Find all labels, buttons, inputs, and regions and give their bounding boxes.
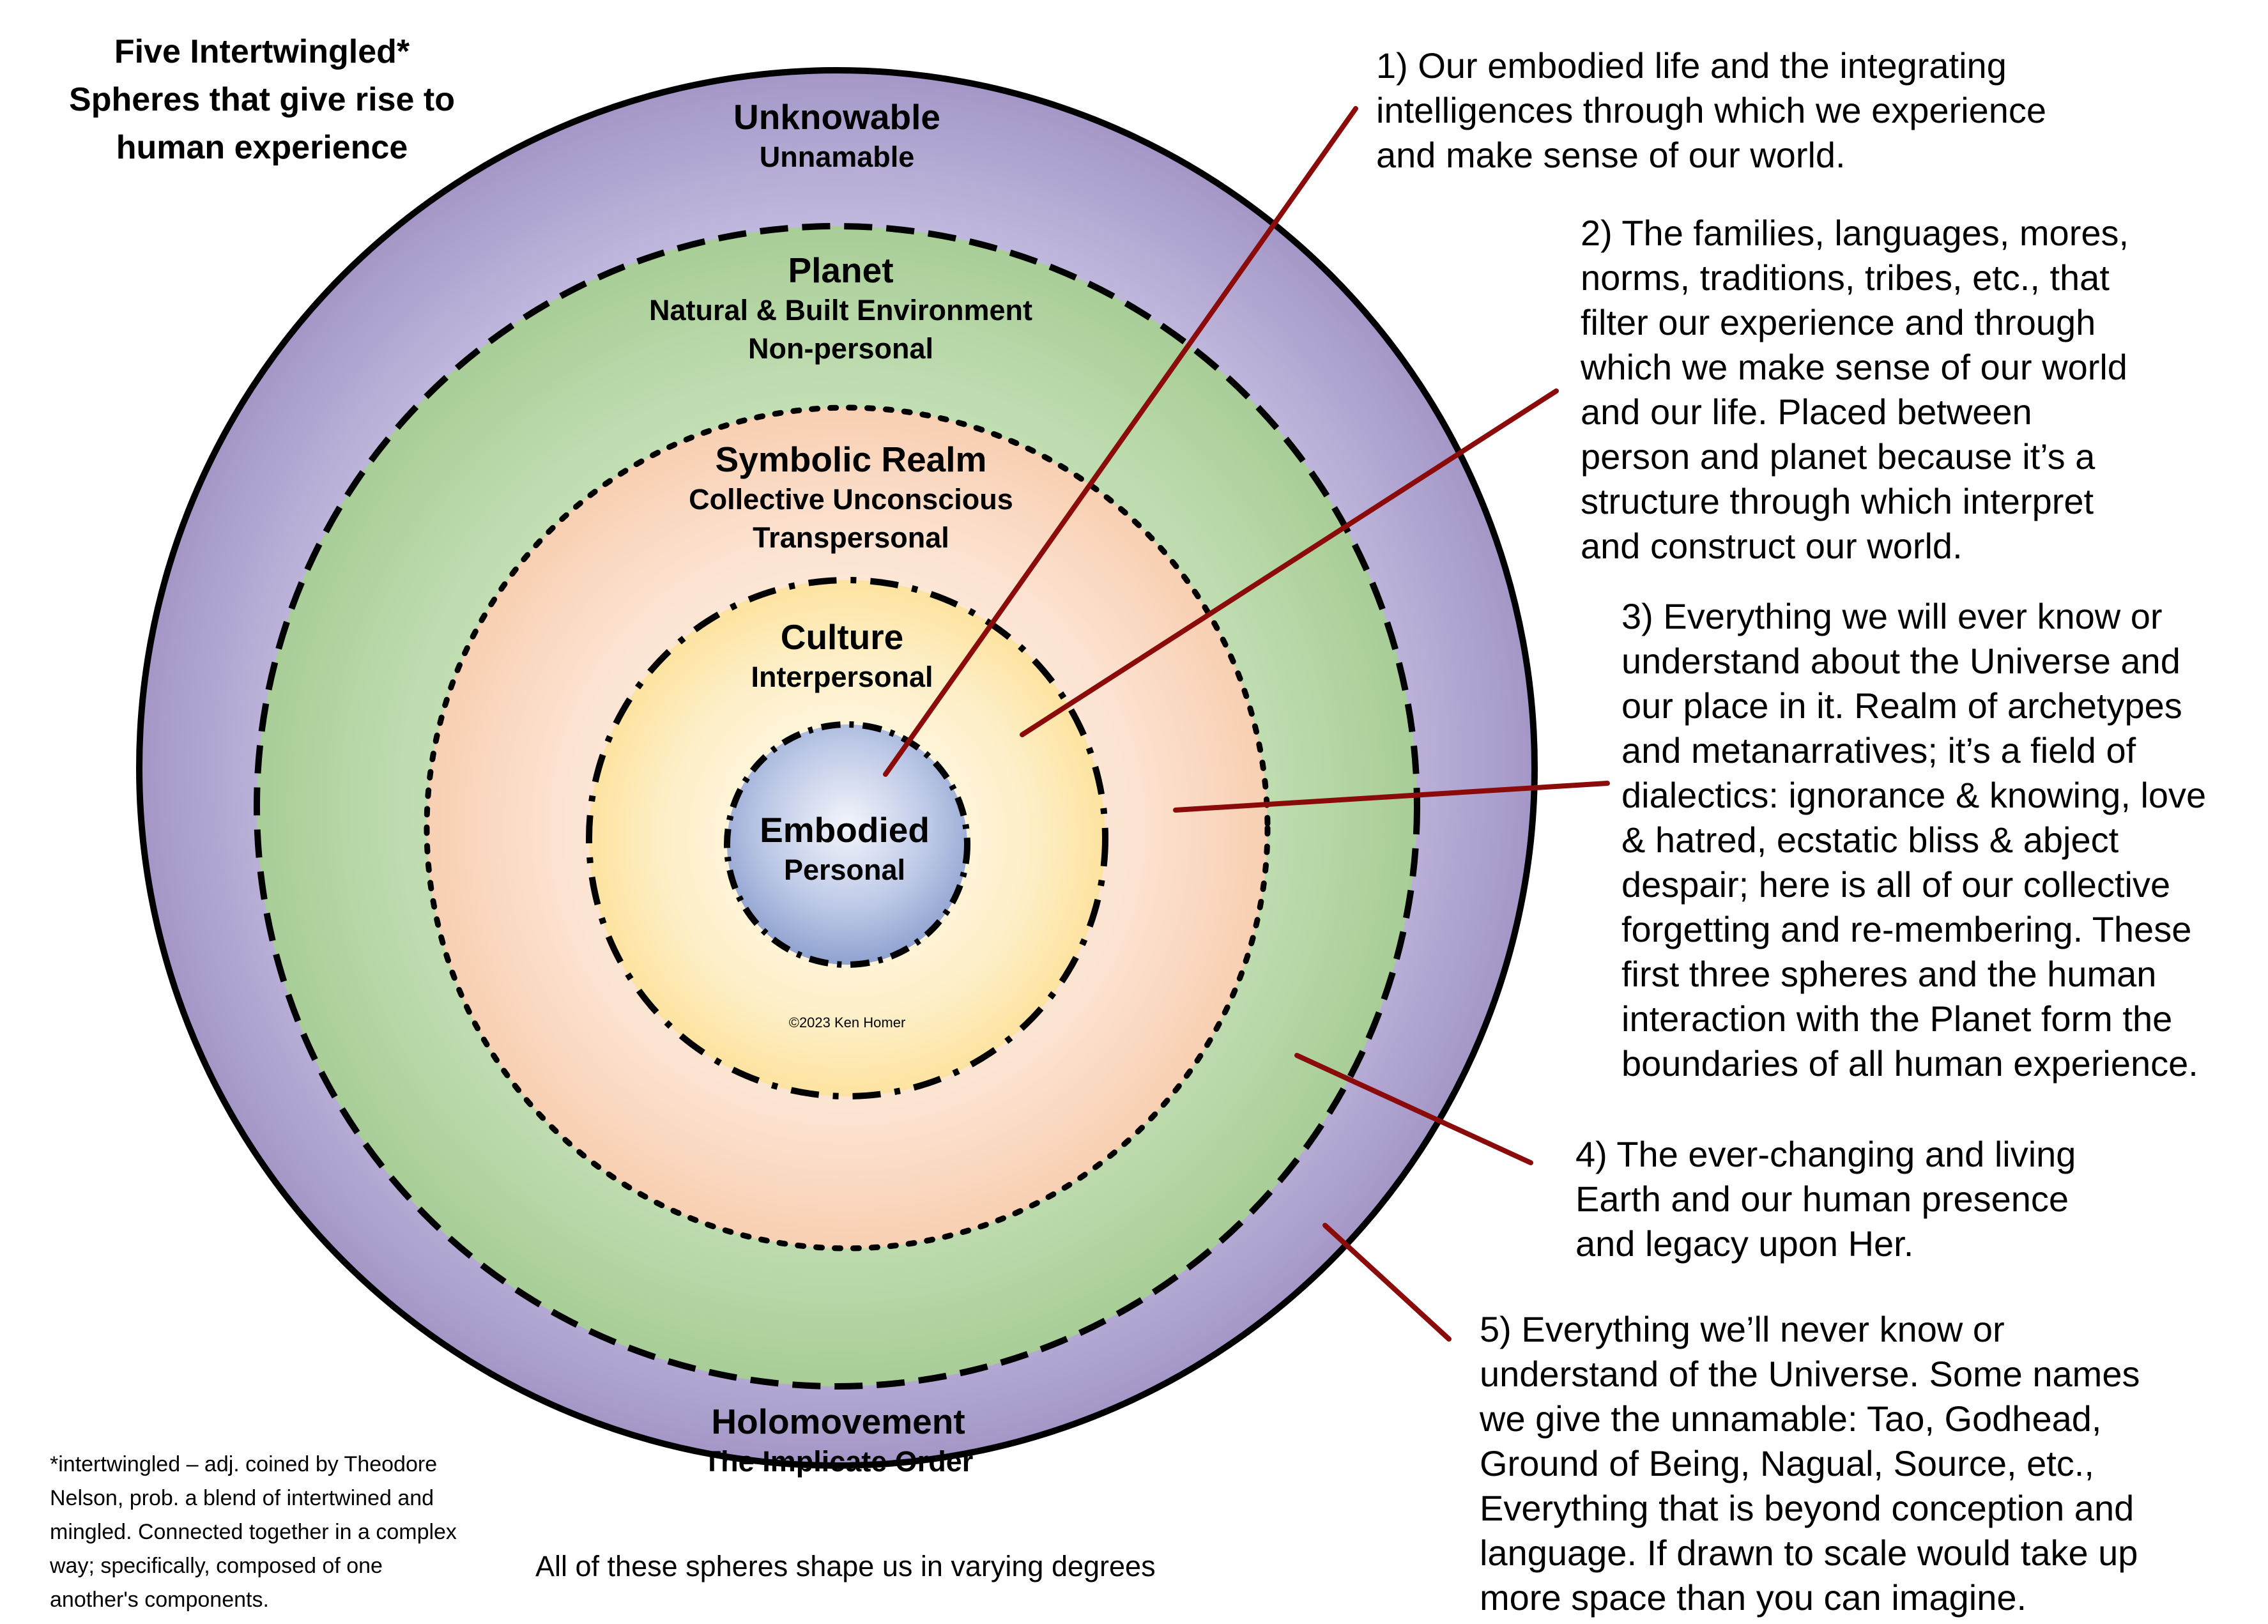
leader-line-2 bbox=[1020, 388, 1559, 737]
title-line: Spheres that give rise to bbox=[69, 81, 455, 118]
note-line: interaction with the Planet form the bbox=[1621, 999, 2173, 1039]
note-line: and our life. Placed between bbox=[1581, 392, 2032, 432]
note-line: Everything that is beyond conception and bbox=[1480, 1488, 2134, 1528]
sphere-name: Unknowable bbox=[733, 97, 940, 137]
footnote-line: way; specifically, composed of one bbox=[50, 1554, 383, 1578]
note-line: and metanarratives; it’s a field of bbox=[1621, 730, 2136, 770]
leader-line-4 bbox=[1294, 1053, 1533, 1165]
footnote: *intertwingled – adj. coined by Theodore… bbox=[50, 1448, 457, 1617]
embodied-sphere bbox=[724, 721, 970, 968]
culture-label: Culture Interpersonal bbox=[751, 616, 933, 696]
note-line: 3) Everything we will ever know or bbox=[1621, 596, 2163, 636]
sphere-subtitle: Transpersonal bbox=[753, 521, 949, 554]
sphere-subtitle: Interpersonal bbox=[751, 661, 933, 693]
note-line: structure through which interpret bbox=[1581, 481, 2094, 521]
footnote-line: *intertwingled – adj. coined by Theodore bbox=[50, 1452, 438, 1476]
note-5: 5) Everything we’ll never know or unders… bbox=[1480, 1307, 2140, 1620]
note-line: we give the unnamable: Tao, Godhead, bbox=[1480, 1398, 2102, 1439]
sphere-name: Culture bbox=[780, 617, 904, 657]
note-line: boundaries of all human experience. bbox=[1621, 1043, 2198, 1084]
note-3: 3) Everything we will ever know or under… bbox=[1621, 594, 2206, 1086]
note-line: which we make sense of our world bbox=[1581, 347, 2127, 387]
title-line: human experience bbox=[116, 129, 408, 166]
note-line: filter our experience and through bbox=[1581, 302, 2096, 342]
sphere-name: Symbolic Realm bbox=[715, 440, 987, 479]
note-line: norms, traditions, tribes, etc., that bbox=[1581, 257, 2110, 298]
diagram-title: Five Intertwingled* Spheres that give ri… bbox=[13, 28, 511, 172]
sphere-name: Holomovement bbox=[711, 1402, 965, 1441]
sphere-subtitle: Non-personal bbox=[747, 332, 934, 365]
bottom-caption: All of these spheres shape us in varying… bbox=[535, 1550, 1156, 1582]
title-line: Five Intertwingled* bbox=[114, 33, 410, 70]
footnote-line: another's components. bbox=[50, 1588, 269, 1612]
note-line: language. If drawn to scale would take u… bbox=[1480, 1533, 2138, 1573]
copyright-text: ©2023 Ken Homer bbox=[788, 1015, 906, 1030]
note-line: understand about the Universe and bbox=[1621, 641, 2180, 681]
unknowable-label: Unknowable Unnamable bbox=[733, 96, 940, 176]
note-line: our place in it. Realm of archetypes bbox=[1621, 686, 2182, 726]
note-line: first three spheres and the human bbox=[1621, 954, 2157, 994]
sphere-subtitle: Unnamable bbox=[759, 141, 915, 173]
note-line: forgetting and re-membering. These bbox=[1621, 909, 2192, 949]
sphere-name: Planet bbox=[788, 250, 894, 290]
note-line: 4) The ever-changing and living bbox=[1575, 1134, 2076, 1174]
sphere-name: Embodied bbox=[760, 810, 930, 850]
note-1: 1) Our embodied life and the integrating… bbox=[1376, 43, 2046, 178]
note-line: 2) The families, languages, mores, bbox=[1581, 213, 2129, 253]
footnote-line: mingled. Connected together in a complex bbox=[50, 1520, 457, 1544]
embodied-label: Embodied Personal bbox=[760, 809, 930, 889]
symbolic-realm-label: Symbolic Realm Collective Unconscious Tr… bbox=[689, 438, 1013, 557]
note-line: understand of the Universe. Some names bbox=[1480, 1354, 2140, 1394]
leader-line-1 bbox=[883, 106, 1358, 777]
note-2: 2) The families, languages, mores, norms… bbox=[1581, 211, 2129, 569]
holomovement-label: Holomovement The Implicate Order bbox=[703, 1400, 974, 1481]
note-line: Earth and our human presence bbox=[1575, 1179, 2069, 1219]
footnote-line: Nelson, prob. a blend of intertwined and bbox=[50, 1486, 434, 1510]
note-line: despair; here is all of our collective bbox=[1621, 864, 2171, 905]
leader-line-5 bbox=[1322, 1223, 1452, 1342]
leader-line-3 bbox=[1173, 781, 1610, 813]
note-line: and make sense of our world. bbox=[1376, 135, 1846, 175]
note-line: and construct our world. bbox=[1581, 526, 1963, 566]
note-line: person and planet because it’s a bbox=[1581, 436, 2096, 477]
note-line: dialectics: ignorance & knowing, love bbox=[1621, 775, 2207, 815]
note-line: and legacy upon Her. bbox=[1575, 1223, 1914, 1264]
sphere-subtitle: Collective Unconscious bbox=[689, 483, 1013, 516]
planet-label: Planet Natural & Built Environment Non-p… bbox=[649, 249, 1032, 368]
note-4: 4) The ever-changing and living Earth an… bbox=[1575, 1132, 2076, 1266]
sphere-subtitle: Personal bbox=[783, 854, 906, 886]
note-line: 5) Everything we’ll never know or bbox=[1480, 1309, 2005, 1349]
note-line: more space than you can imagine. bbox=[1480, 1577, 2027, 1618]
sphere-subtitle: Natural & Built Environment bbox=[648, 294, 1033, 326]
note-line: Ground of Being, Nagual, Source, etc., bbox=[1480, 1443, 2094, 1483]
note-line: & hatred, ecstatic bliss & abject bbox=[1621, 820, 2119, 860]
note-line: 1) Our embodied life and the integrating bbox=[1376, 45, 2007, 86]
sphere-subtitle: The Implicate Order bbox=[703, 1445, 974, 1478]
note-line: intelligences through which we experienc… bbox=[1376, 90, 2047, 130]
